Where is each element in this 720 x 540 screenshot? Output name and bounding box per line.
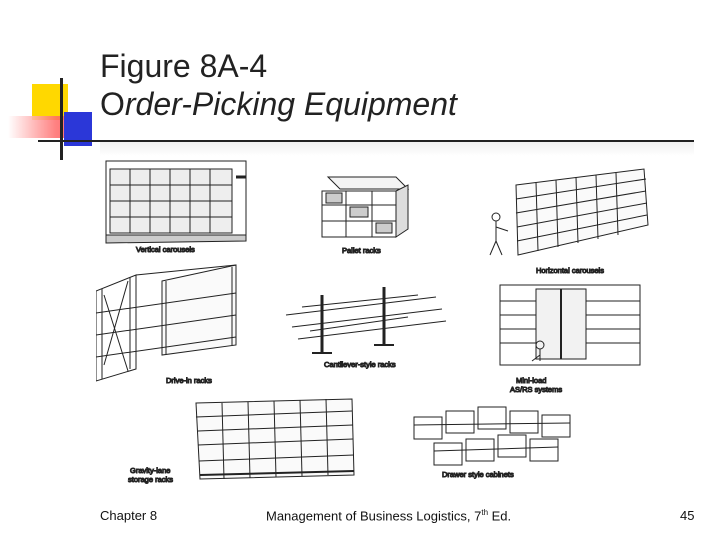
title-line-2-first: O	[100, 86, 125, 122]
drive-in-rack-drawing	[95, 264, 237, 382]
slide-title: Figure 8A-4 Order-Picking Equipment	[100, 48, 457, 124]
label-drive-in-racks: Drive-in racks	[166, 376, 212, 385]
footer-book-title: Management of Business Logistics, 7th Ed…	[266, 508, 511, 523]
footer-book-sup: th	[481, 508, 489, 517]
label-horizontal-carousels: Horizontal carousels	[536, 266, 604, 275]
label-gravity-lane-1: Gravity-lane	[130, 466, 170, 475]
horizontal-rule	[38, 140, 694, 142]
pallet-rack-drawing	[321, 176, 410, 238]
label-gravity-lane-2: storage racks	[128, 475, 173, 484]
vertical-carousel-drawing	[105, 160, 247, 244]
label-pallet-racks: Pallet racks	[342, 246, 381, 255]
title-line-1: Figure 8A-4	[100, 48, 268, 84]
label-cantilever-racks: Cantilever-style racks	[324, 360, 396, 369]
drawer-cabinet-drawing	[413, 406, 571, 466]
footer-chapter: Chapter 8	[100, 508, 158, 523]
horizontal-carousel-drawing	[489, 168, 649, 256]
mini-load-asrs-drawing	[499, 284, 641, 366]
label-mini-load-2: AS/RS systems	[510, 385, 562, 394]
footer-book-suffix: Ed.	[488, 508, 512, 524]
order-picking-equipment-figure: Vertical carousels Pallet racks Horizont…	[95, 155, 656, 485]
vertical-rule	[60, 78, 63, 160]
footer-page-number: 45	[680, 508, 695, 523]
footer-book-prefix: Management of Business Logistics, 7	[266, 508, 482, 524]
cantilever-rack-drawing	[285, 287, 447, 354]
label-drawer-cabinets: Drawer style cabinets	[442, 470, 514, 479]
equipment-illustration: Vertical carousels Pallet racks Horizont…	[95, 160, 649, 485]
title-line-2: Order-Picking Equipment	[100, 84, 457, 124]
gravity-lane-rack-drawing	[195, 398, 355, 480]
rule-fade	[100, 142, 694, 156]
label-vertical-carousels: Vertical carousels	[136, 245, 195, 254]
title-line-2-rest: rder-Picking Equipment	[124, 86, 457, 122]
label-mini-load-1: Mini-load	[516, 376, 546, 385]
